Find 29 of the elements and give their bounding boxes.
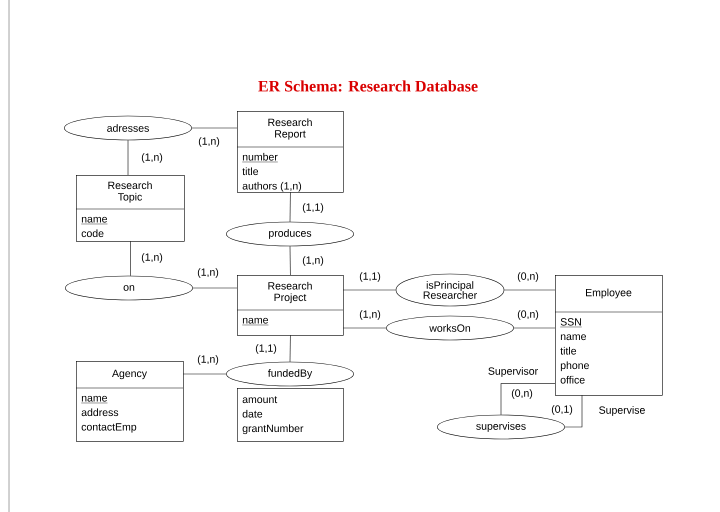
cardinality-label: (0,n) bbox=[510, 388, 534, 400]
connector-line bbox=[500, 383, 556, 415]
cardinality-label: (1,n) bbox=[358, 309, 382, 321]
connector-line bbox=[290, 192, 291, 222]
entity-box: Research Project name bbox=[236, 275, 344, 336]
connector-line bbox=[290, 246, 291, 276]
cardinality-label: (1,n) bbox=[140, 152, 164, 164]
cardinality-label: (1,n) bbox=[301, 255, 325, 267]
cardinality-label: (0,n) bbox=[516, 271, 540, 283]
cardinality-label: (1,n) bbox=[197, 136, 221, 148]
entity-box: Research Topic name code bbox=[76, 175, 185, 242]
cardinality-label: (1,1) bbox=[358, 271, 382, 283]
connector-line bbox=[564, 395, 582, 428]
connector-line bbox=[290, 335, 291, 362]
entity-box: Employee SSN name title phone office bbox=[554, 275, 663, 396]
cardinality-label: (0,n) bbox=[516, 309, 540, 321]
cardinality-label: (1,n) bbox=[140, 252, 164, 264]
cardinality-label: (1,n) bbox=[196, 267, 220, 279]
entity-box: amount date grantNumber bbox=[237, 388, 344, 442]
cardinality-label: (1,n) bbox=[196, 354, 220, 366]
cardinality-label: (0,1) bbox=[550, 404, 574, 416]
role-label: Supervisor bbox=[488, 367, 538, 377]
title: ER Schema: Research Database bbox=[258, 80, 478, 92]
entity-box: Agency name address contactEmp bbox=[76, 361, 184, 442]
cardinality-label: (1,1) bbox=[301, 202, 325, 214]
cardinality-label: (1,1) bbox=[254, 343, 278, 355]
role-label: Supervise bbox=[599, 406, 645, 416]
entity-box: Research Report number title authors (1,n) bbox=[236, 111, 344, 193]
connector-line bbox=[130, 241, 131, 276]
